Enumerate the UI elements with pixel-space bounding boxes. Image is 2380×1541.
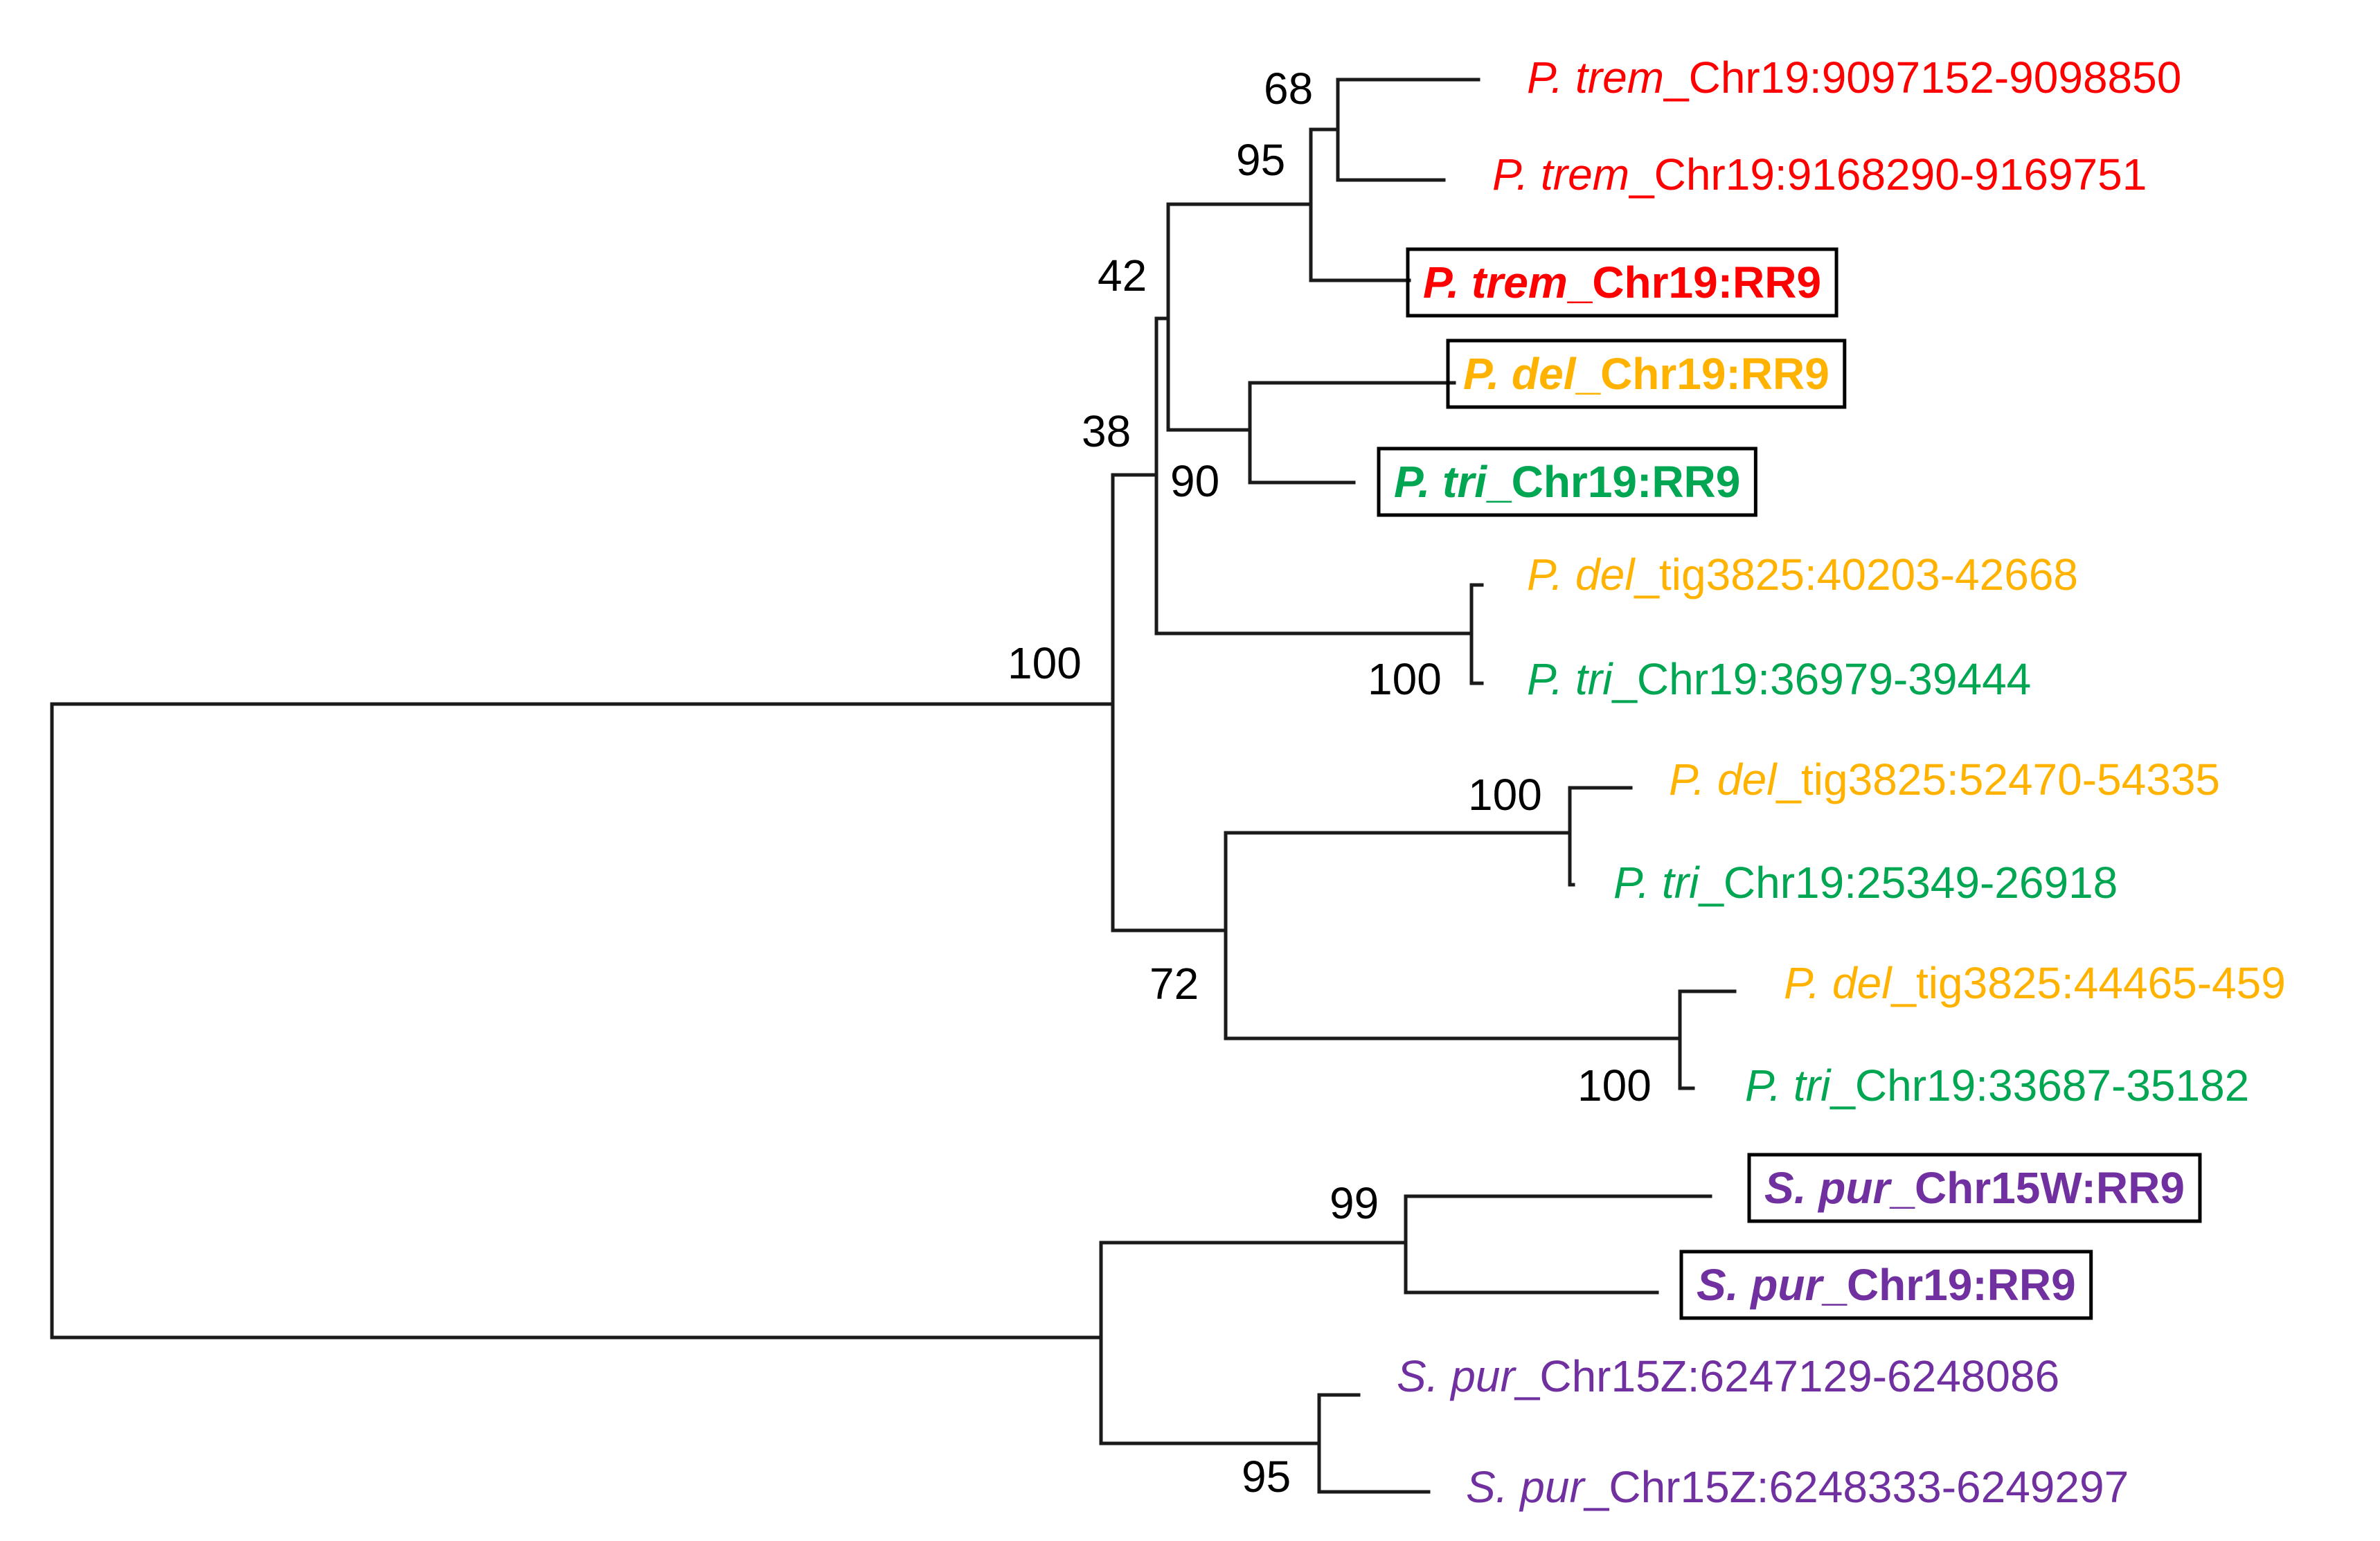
leaf-label: P. tri_Chr19:RR9	[1394, 457, 1740, 507]
leaf-highlight-box	[1446, 339, 1847, 409]
leaf-locus: _Chr19:RR9	[1575, 349, 1829, 399]
leaf-species: P. tri	[1613, 858, 1700, 908]
leaf-species: S. pur	[1764, 1163, 1892, 1213]
leaf-label: P. del_tig3825:52470-54335	[1669, 755, 2220, 804]
tree-branches	[50, 78, 1737, 1494]
leaf-species: P. del	[1669, 755, 1778, 804]
leaf-highlight-box	[1679, 1250, 2093, 1320]
leaf-label: P. del_tig3825:44465-459	[1784, 958, 2286, 1008]
leaf-locus: _Chr19:36979-39444	[1611, 654, 2031, 704]
leaf-highlight-box	[1377, 447, 1757, 517]
leaf-label: P. del_tig3825:40203-42668	[1527, 550, 2078, 600]
leaf-species: P. tri	[1527, 654, 1613, 704]
leaf-species: P. trem	[1527, 53, 1664, 102]
leaf-locus: _Chr15Z:6248333-6249297	[1584, 1462, 2129, 1512]
support-label: 90	[1170, 456, 1219, 506]
leaf-label: S. pur_Chr15Z:6248333-6249297	[1466, 1462, 2129, 1512]
support-label: 95	[1242, 1452, 1291, 1502]
leaf-species: P. del	[1527, 550, 1636, 600]
leaf-label: P. trem_Chr19:9168290-9169751	[1492, 150, 2147, 199]
leaf-locus: _Chr19:9097152-9098850	[1663, 53, 2181, 102]
leaf-species: S. pur	[1466, 1462, 1586, 1512]
leaf-species: S. pur	[1397, 1351, 1516, 1401]
leaf-species: P. tri	[1394, 457, 1487, 507]
leaf-locus: _tig3825:40203-42668	[1634, 550, 2078, 600]
support-label: 68	[1264, 64, 1313, 114]
leaf-highlight-box	[1747, 1153, 2202, 1223]
leaf-species: P. trem	[1492, 150, 1629, 199]
leaf-label: P. del_Chr19:RR9	[1463, 349, 1829, 399]
leaf-locus: _Chr19:RR9	[1567, 258, 1821, 307]
support-label: 100	[1008, 638, 1082, 688]
leaf-labels: P. trem_Chr19:9097152-9098850 P. trem_Ch…	[1394, 53, 2286, 1512]
leaf-locus: _Chr19:33687-35182	[1829, 1061, 2249, 1110]
leaf-locus: _Chr15Z:6247129-6248086	[1514, 1351, 2059, 1401]
support-label: 100	[1468, 770, 1542, 820]
leaf-species: P. trem	[1423, 258, 1568, 307]
support-label: 38	[1082, 406, 1131, 456]
leaf-label: P. tri_Chr19:25349-26918	[1613, 858, 2118, 908]
support-label: 72	[1149, 959, 1199, 1009]
support-label: 100	[1368, 654, 1442, 704]
support-label: 95	[1236, 135, 1285, 185]
support-label: 42	[1098, 251, 1147, 300]
leaf-locus: _tig3825:44465-459	[1890, 958, 2285, 1008]
leaf-locus: _Chr19:25349-26918	[1698, 858, 2118, 908]
support-label: 99	[1330, 1178, 1379, 1228]
leaf-label: P. trem_Chr19:9097152-9098850	[1527, 53, 2181, 102]
leaf-locus: _tig3825:52470-54335	[1775, 755, 2220, 804]
support-label: 100	[1577, 1061, 1652, 1110]
support-values: 68 95 42 38 90 100 100 100 72 100 99 95	[1008, 64, 1652, 1502]
leaf-label: P. tri_Chr19:33687-35182	[1745, 1061, 2249, 1110]
leaf-species: P. tri	[1745, 1061, 1832, 1110]
leaf-label: P. trem_Chr19:RR9	[1423, 258, 1821, 307]
leaf-locus: _Chr19:RR9	[1821, 1260, 2075, 1310]
leaf-boxes	[1377, 247, 2202, 1320]
leaf-label: S. pur_Chr15Z:6247129-6248086	[1397, 1351, 2059, 1401]
leaf-locus: _Chr19:RR9	[1486, 457, 1740, 507]
leaf-label: P. tri_Chr19:36979-39444	[1527, 654, 2031, 704]
leaf-species: P. del	[1463, 349, 1577, 399]
leaf-locus: _Chr19:9168290-9169751	[1629, 150, 2147, 199]
leaf-label: S. pur_Chr19:RR9	[1697, 1260, 2076, 1310]
leaf-species: P. del	[1784, 958, 1893, 1008]
leaf-locus: _Chr15W:RR9	[1889, 1163, 2185, 1213]
leaf-species: S. pur	[1697, 1260, 1824, 1310]
leaf-label: S. pur_Chr15W:RR9	[1764, 1163, 2185, 1213]
leaf-highlight-box	[1406, 247, 1838, 318]
